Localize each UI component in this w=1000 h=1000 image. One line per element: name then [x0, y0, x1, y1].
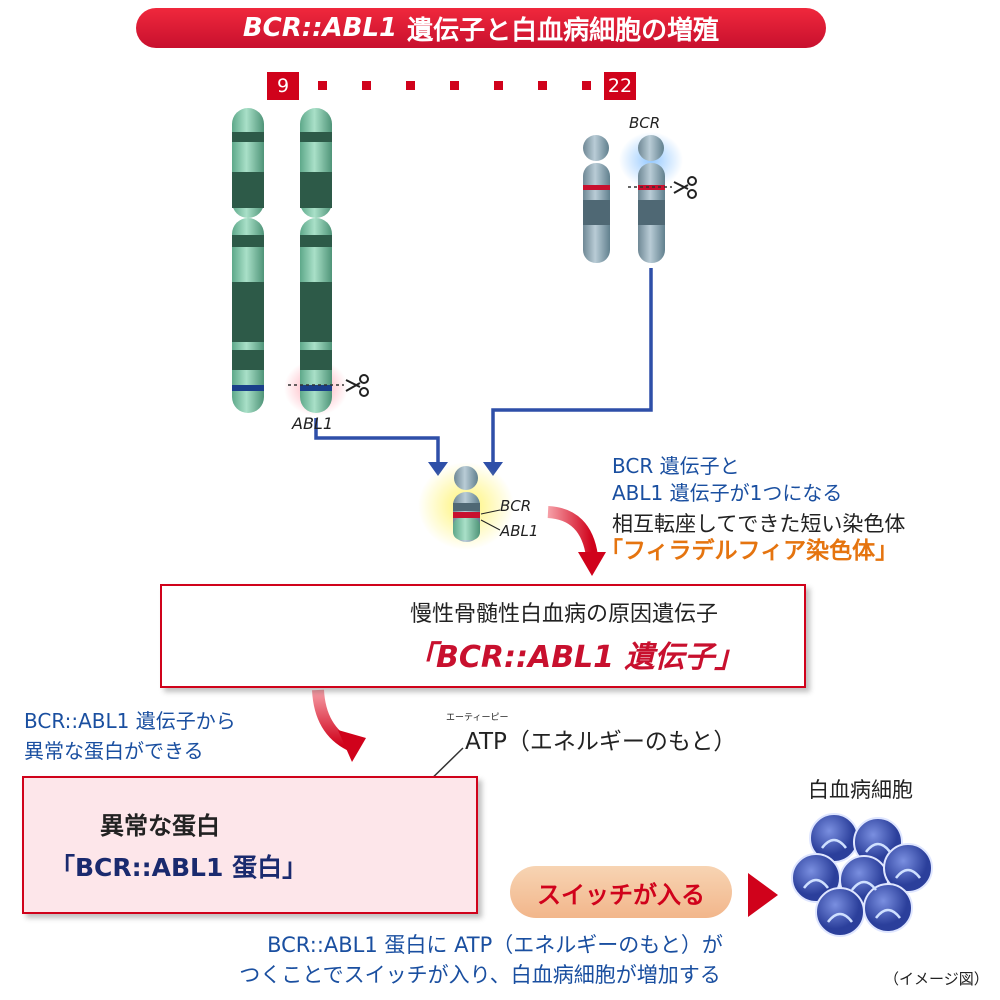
chromosome-22-left: [583, 135, 610, 263]
fusion-abl1-label: ABL1: [500, 522, 539, 540]
result-caption-line1: BCR::ABL1 遺伝子から: [24, 709, 236, 733]
switch-label: スイッチが入る: [510, 866, 732, 918]
bottom-caption: BCR::ABL1 蛋白に ATP（エネルギーのもと）が つくことでスイッチが入…: [0, 930, 990, 990]
title-banner: BCR::ABL1 遺伝子と白血病細胞の増殖: [136, 8, 826, 48]
gene-box: [160, 584, 806, 688]
play-arrow-icon: [748, 873, 778, 917]
result-caption-line2: 異常な蛋白ができる: [24, 739, 204, 763]
bottom-caption-line1: BCR::ABL1 蛋白に ATP（エネルギーのもと）が: [267, 933, 723, 957]
fusion-caption-line1: BCR 遺伝子と: [612, 454, 740, 478]
leukemia-cells-icon: [791, 813, 933, 937]
gene-description: 慢性骨髄性白血病の原因遺伝子: [410, 602, 719, 627]
atp-label: ATP（エネルギーのもと）: [465, 729, 737, 755]
chromosome-9-label: 9: [267, 72, 299, 100]
result-caption: BCR::ABL1 遺伝子から 異常な蛋白ができる: [24, 706, 236, 766]
philadelphia-label: 「フィラデルフィア染色体」: [600, 538, 899, 564]
gene-name: 「BCR::ABL1 遺伝子」: [406, 640, 745, 675]
fusion-caption: BCR 遺伝子と ABL1 遺伝子が1つになる 相互転座してできた短い染色体 「…: [600, 453, 906, 565]
abl1-label: ABL1: [292, 414, 334, 433]
leukemia-cells-label: 白血病細胞: [808, 778, 913, 802]
image-note: （イメージ図）: [884, 970, 989, 988]
chromosome-22-right: [638, 135, 665, 263]
scissors-icon-22: [673, 176, 697, 199]
scissors-icon: [345, 374, 369, 397]
fusion-caption-line3: 相互転座してできた短い染色体: [612, 512, 906, 536]
philadelphia-chromosome: [453, 466, 480, 542]
bcr-label: BCR: [629, 114, 661, 132]
chromosome-22-label: 22: [604, 72, 636, 100]
bottom-caption-line2: つくことでスイッチが入り、白血病細胞が増加する: [239, 963, 721, 987]
fusion-caption-line2: ABL1 遺伝子が1つになる: [612, 481, 843, 505]
title-text: 遺伝子と白血病細胞の増殖: [407, 15, 720, 46]
atp-ruby: エーティーピー: [446, 713, 509, 723]
protein-name: 「BCR::ABL1 蛋白」: [50, 853, 308, 882]
chromosome-9-left: [232, 108, 264, 413]
merge-arrows: [314, 268, 653, 465]
fusion-bcr-label: BCR: [500, 497, 532, 515]
protein-title: 異常な蛋白: [100, 812, 220, 840]
title-gene: BCR::ABL1: [242, 13, 398, 43]
protein-box: [22, 776, 478, 914]
chromosome-9-right: [300, 108, 332, 413]
connector-dots: [318, 81, 591, 90]
